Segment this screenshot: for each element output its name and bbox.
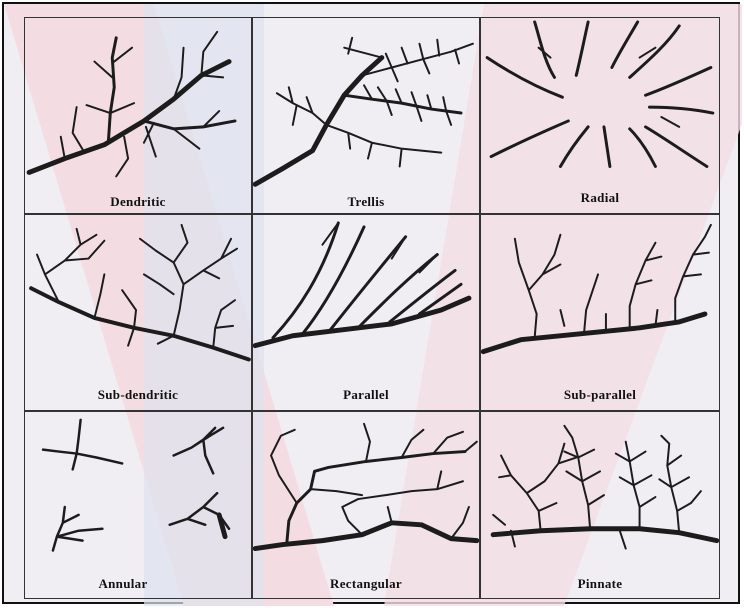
label-sub-parallel: Sub-parallel	[481, 387, 719, 403]
rectangular-drainage-drawing	[253, 412, 479, 598]
label-parallel: Parallel	[253, 387, 479, 403]
label-rectangular: Rectangular	[253, 576, 479, 592]
panel-dendritic: Dendritic	[24, 17, 252, 214]
panel-sub-parallel: Sub-parallel	[480, 214, 720, 411]
label-pinnate: Pinnate	[481, 576, 719, 592]
parallel-drainage-drawing	[253, 215, 479, 410]
panel-sub-dendritic: Sub-dendritic	[24, 214, 252, 411]
panel-pinnate: Pinnate	[480, 411, 720, 599]
dendritic-drainage-drawing	[25, 18, 251, 213]
label-annular: Annular	[24, 576, 251, 592]
label-dendritic: Dendritic	[25, 194, 251, 210]
panel-annular: Annular	[24, 411, 252, 599]
annular-drainage-drawing	[25, 412, 251, 598]
sub-parallel-drainage-drawing	[481, 215, 719, 410]
panel-radial: Radial	[480, 17, 720, 214]
label-sub-dendritic: Sub-dendritic	[25, 387, 251, 403]
pinnate-drainage-drawing	[481, 412, 719, 598]
label-trellis: Trellis	[253, 194, 479, 210]
drainage-pattern-grid: Dendritic Trellis	[24, 17, 720, 599]
label-radial: Radial	[481, 190, 719, 206]
radial-drainage-drawing	[481, 18, 719, 213]
sub-dendritic-drainage-drawing	[25, 215, 251, 410]
trellis-drainage-drawing	[253, 18, 479, 213]
panel-parallel: Parallel	[252, 214, 480, 411]
panel-rectangular: Rectangular	[252, 411, 480, 599]
panel-trellis: Trellis	[252, 17, 480, 214]
